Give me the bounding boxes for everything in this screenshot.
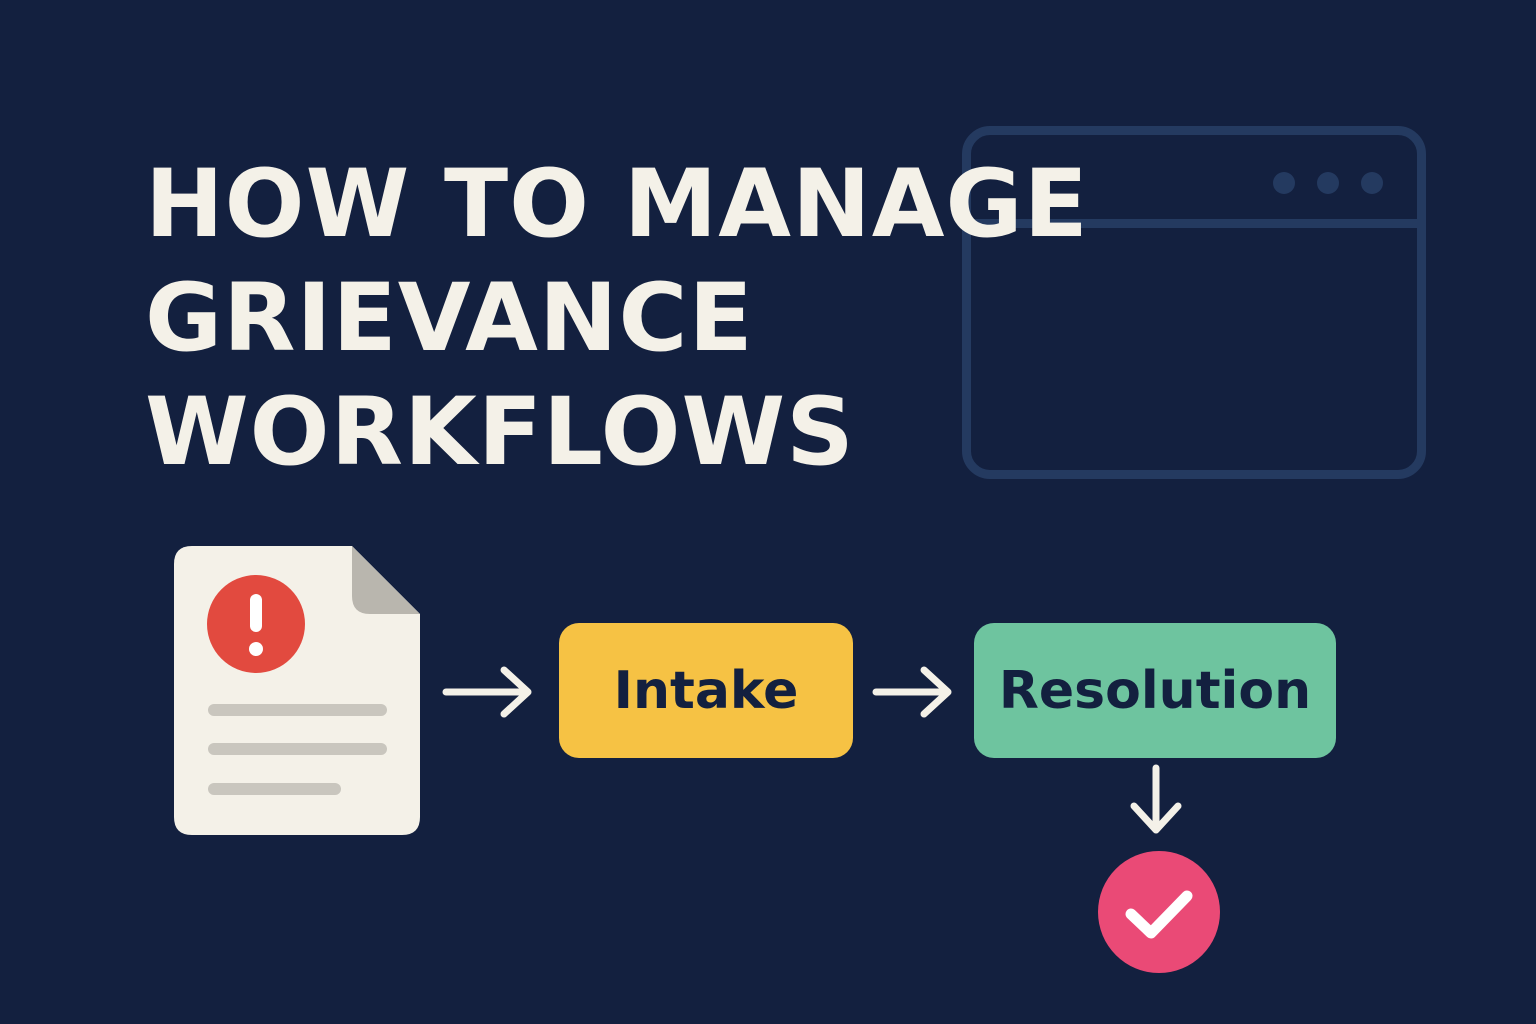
title-line-1: HOW TO MANAGE (145, 150, 1089, 259)
arrow-right-icon (872, 666, 952, 718)
arrow-right-icon (442, 666, 532, 718)
exclamation-icon (207, 575, 305, 673)
step-resolution: Resolution (974, 623, 1336, 758)
document-text-line (208, 743, 387, 755)
document-text-line (208, 783, 341, 795)
page-title: HOW TO MANAGE GRIEVANCE WORKFLOWS (145, 148, 1089, 490)
browser-window-icon (962, 126, 1426, 479)
window-dot (1361, 172, 1383, 194)
document-text-line (208, 704, 387, 716)
step-intake-label: Intake (613, 660, 799, 721)
window-dot (1273, 172, 1295, 194)
step-resolution-label: Resolution (998, 660, 1312, 721)
window-title-bar-divider (971, 219, 1417, 228)
title-line-3: WORKFLOWS (145, 378, 855, 487)
step-intake: Intake (559, 623, 853, 758)
arrow-down-icon (1130, 764, 1182, 834)
window-dots (1273, 172, 1383, 194)
window-dot (1317, 172, 1339, 194)
document-alert-icon (174, 546, 420, 835)
document-fold (352, 546, 420, 614)
title-line-2: GRIEVANCE (145, 264, 754, 373)
check-circle-icon (1098, 851, 1220, 973)
